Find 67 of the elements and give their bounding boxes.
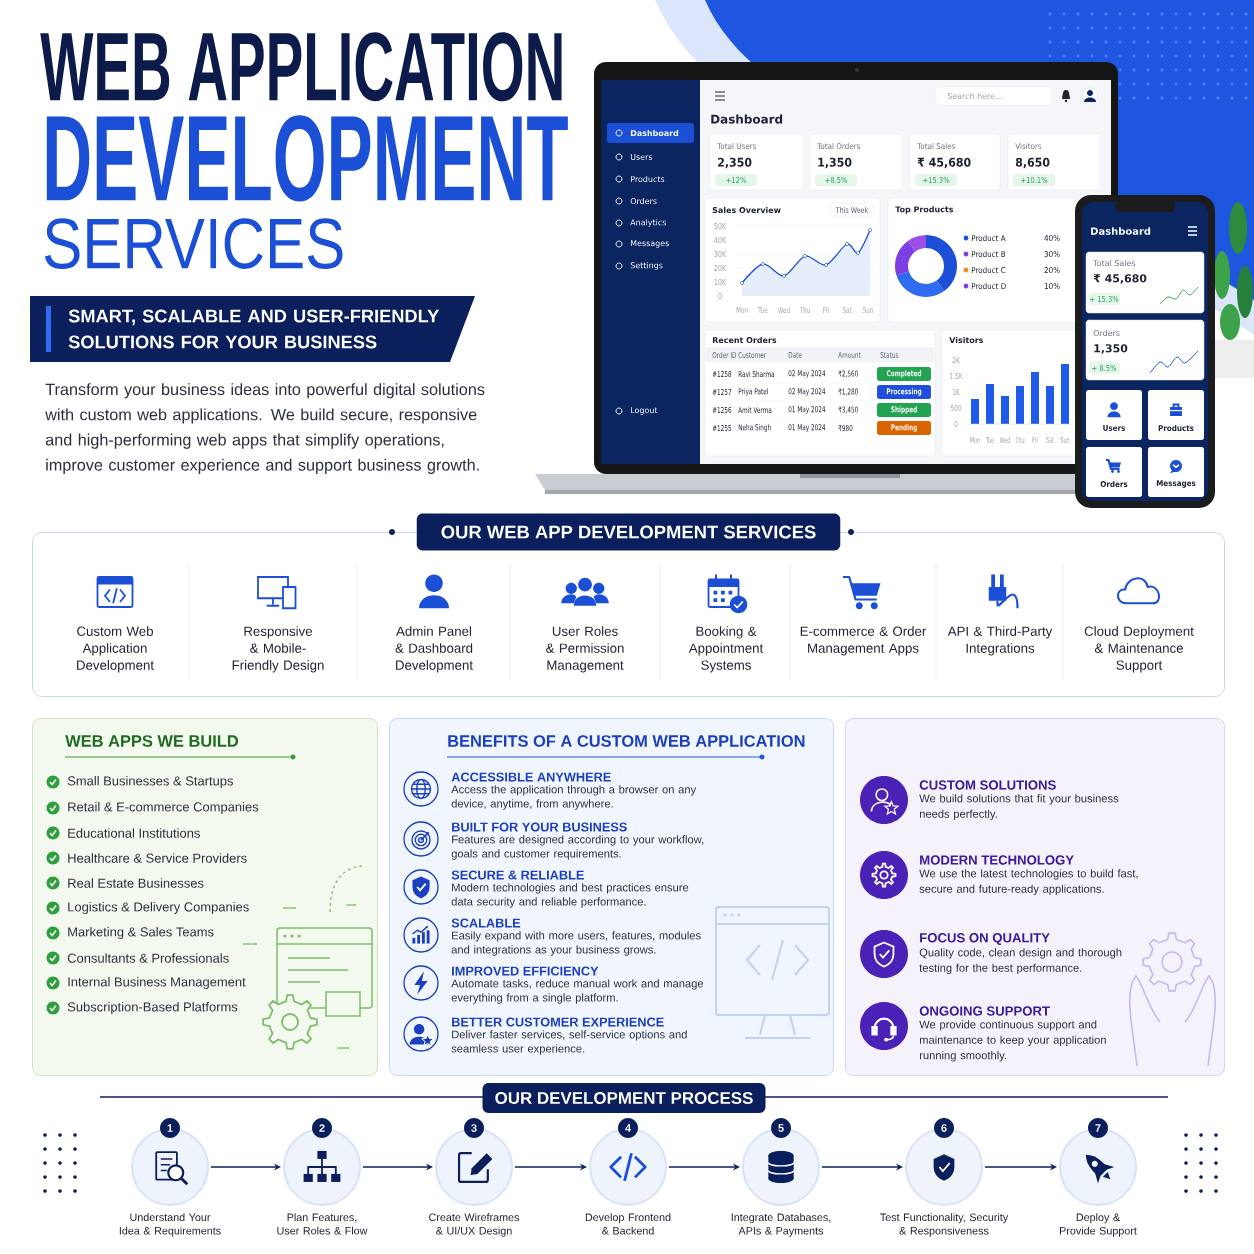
item-heading: BETTER CUSTOMER EXPERIENCE (452, 1017, 664, 1027)
list-item: Logistics & Delivery Companies (68, 901, 249, 915)
node-label: Deploy & Provide Support (1060, 1213, 1137, 1237)
list-item: Healthcare & Service Providers (68, 853, 247, 863)
item-text: Features are designed according to your workflow, goals and customer requirements. (451, 835, 704, 860)
node-label: 3 (471, 1124, 477, 1132)
stat-value: 2,350 (718, 157, 752, 169)
list-item: Small Businesses & Startups (67, 775, 233, 789)
stat-value: 8,650 (1015, 157, 1050, 169)
node-label: Develop Frontend & Backend (585, 1213, 671, 1235)
item-heading: ACCESSIBLE ANYWHERE (451, 772, 611, 782)
node-label: Create Wireframes & UI/UX Design (429, 1213, 520, 1237)
section-heading: BENEFITS OF A CUSTOM WEB APPLICATION (448, 735, 805, 747)
item-text: Deliver faster services, self-service options and seamless user experience. (451, 1030, 687, 1055)
item-heading: MODERN TECHNOLOGY (920, 855, 1074, 865)
stat-value: ₹ 45,680 (1093, 274, 1147, 284)
item-text: We provide continuous support and maintenance to keep your application running smoothly. (919, 1020, 1106, 1062)
node-label: Test Functionality, Security & Responsiveness (880, 1213, 1009, 1237)
list-item: Internal Business Management (68, 976, 246, 990)
title: DEVELOPMENT (46, 115, 568, 202)
service-label: Custom Web Application Development (77, 626, 154, 673)
item-text: Access the application through a browser on any device, anytime, from anywhere. (451, 785, 697, 810)
stat-value: 1,350 (818, 157, 852, 169)
node-label: 7 (1095, 1124, 1101, 1132)
item-text: Automate tasks, reduce manual work and manage everything from a single platform. (451, 979, 704, 1004)
list-item: Marketing & Sales Teams (68, 926, 214, 940)
item-text: Modern technologies and best practices ensure data security and reliable performance. (451, 883, 689, 908)
list-item: Educational Institutions (68, 828, 200, 838)
section-banner: OUR DEVELOPMENT PROCESS (482, 1083, 766, 1113)
item-heading: IMPROVED EFFICIENCY (452, 966, 599, 976)
node-label: Integrate Databases, APIs & Payments (731, 1213, 831, 1237)
service-label: Admin Panel & Dashboard Development (395, 626, 473, 673)
service-label: Cloud Deployment & Maintenance Support (1084, 626, 1194, 673)
service-label: Booking & Appointment Systems (688, 626, 764, 673)
banner: SMART, SCALABLE AND USER-FRIENDLY SOLUTIONS FOR YOUR BUSINESS (30, 296, 475, 362)
item-heading: ONGOING SUPPORT (919, 1006, 1050, 1016)
item-heading: CUSTOM SOLUTIONS (919, 780, 1056, 790)
service-label: API & Third-Party Integrations (947, 626, 1053, 656)
node-label: 6 (941, 1124, 947, 1132)
list-item: Consultants & Professionals (67, 953, 229, 963)
service-label: User Roles & Permission Management (546, 626, 624, 673)
list-item: Retail & E-commerce Companies (68, 801, 259, 815)
node-label: 1 (167, 1124, 173, 1132)
item-heading: FOCUS ON QUALITY (920, 933, 1050, 945)
paragraph: Transform your business ideas into powerful digital solutions with custom web applications. We build secure, responsive and high-performing web apps that simplify operations, improve customer experience and support business growth. (45, 383, 485, 474)
item-heading: SCALABLE (451, 918, 521, 928)
service-label: Responsive & Mobile-Friendly Design (232, 626, 324, 673)
item-heading: SECURE & RELIABLE (451, 870, 584, 880)
list-item: Subscription-Based Platforms (67, 1001, 238, 1015)
screen-heading: Dashboard (1091, 227, 1151, 235)
item-text: Quality code, clean design and thorough testing for the best performance. (919, 948, 1122, 975)
list-item: Real Estate Businesses (68, 878, 204, 888)
node-label: 2 (319, 1124, 325, 1132)
item-text: We use the latest technologies to build fast, secure and future-ready applications. (919, 869, 1138, 896)
item-text: Easily expand with more users, features, modules and integrations as your business grows. (451, 931, 701, 956)
title: WEB APPLICATION (40, 32, 562, 102)
item-heading: BUILT FOR YOUR BUSINESS (452, 822, 627, 832)
node-label: 4 (625, 1124, 631, 1132)
page-heading: Dashboard (711, 114, 783, 124)
item-text: We build solutions that fit your business needs perfectly. (919, 794, 1119, 821)
node-label: 5 (778, 1124, 784, 1132)
section-heading: WEB APPS WE BUILD (65, 735, 239, 747)
node-label: Plan Features, User Roles & Flow (277, 1213, 368, 1235)
stat-value: ₹ 45,680 (917, 157, 971, 169)
node-label: Understand Your Idea & Requirements (119, 1213, 221, 1237)
service-label: E-commerce & Order Management Apps (800, 626, 927, 656)
stat-value: 1,350 (1094, 344, 1128, 354)
